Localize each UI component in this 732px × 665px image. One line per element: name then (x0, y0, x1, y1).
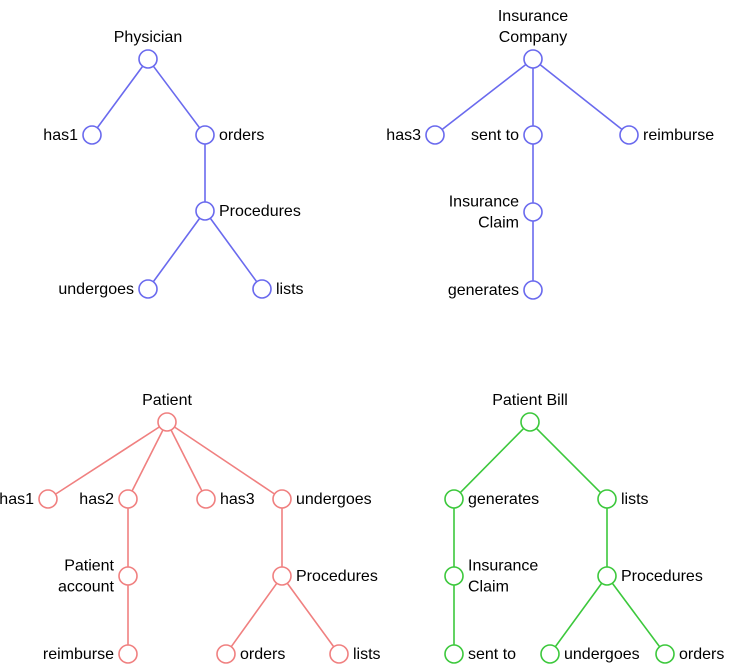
node-reimburse (118, 644, 138, 664)
node-label-procedures: Procedures (621, 568, 703, 585)
node-sent_to (444, 644, 464, 664)
node-claim (444, 566, 464, 586)
node-lists (329, 644, 349, 664)
node-label-orders: orders (679, 646, 724, 663)
node-reimburse (619, 125, 639, 145)
edge-root-has3 (170, 429, 203, 492)
node-root (523, 49, 543, 69)
node-label-has1: has1 (43, 127, 78, 144)
node-label-lists: lists (353, 646, 381, 663)
node-generates (523, 280, 543, 300)
node-lists (597, 489, 617, 509)
node-has3 (196, 489, 216, 509)
node-claim (523, 202, 543, 222)
node-label-has2: has2 (79, 491, 114, 508)
node-label-procedures: Procedures (296, 568, 378, 585)
node-has3 (425, 125, 445, 145)
edge-procedures-undergoes (152, 217, 201, 283)
edge-root-has1 (55, 426, 160, 495)
node-lists (252, 279, 272, 299)
node-label-procedures: Procedures (219, 203, 301, 220)
node-undergoes (272, 489, 292, 509)
node-has1 (82, 125, 102, 145)
node-procedures (195, 201, 215, 221)
edge-root-has2 (131, 429, 164, 492)
edge-root-undergoes (174, 426, 275, 495)
node-root (138, 49, 158, 69)
node-procedures (597, 566, 617, 586)
node-label-orders: orders (240, 646, 285, 663)
node-undergoes (540, 644, 560, 664)
node-label-lists: lists (276, 281, 304, 298)
node-label-undergoes: undergoes (58, 281, 134, 298)
node-label-generates: generates (448, 282, 519, 299)
edge-root-orders (152, 65, 201, 129)
edge-root-has1 (96, 65, 144, 129)
node-root (157, 412, 177, 432)
node-label-has3: has3 (220, 491, 255, 508)
node-orders (195, 125, 215, 145)
node-label-undergoes: undergoes (296, 491, 372, 508)
node-label-lists: lists (621, 491, 649, 508)
node-label-sent_to: sent to (471, 127, 519, 144)
node-orders (655, 644, 675, 664)
node-root (520, 412, 540, 432)
node-procedures (272, 566, 292, 586)
node-label-root: Patient (142, 392, 192, 409)
node-has1 (38, 489, 58, 509)
node-label-has3: has3 (386, 127, 421, 144)
edge-procedures-undergoes (554, 582, 603, 648)
edge-procedures-lists (209, 217, 258, 283)
node-sent_to (523, 125, 543, 145)
node-label-undergoes: undergoes (564, 646, 640, 663)
node-generates (444, 489, 464, 509)
node-label-orders: orders (219, 127, 264, 144)
node-orders (216, 644, 236, 664)
edge-procedures-orders (230, 582, 278, 648)
node-account (118, 566, 138, 586)
edge-procedures-orders (611, 582, 661, 648)
edge-root-generates (459, 427, 525, 494)
node-label-reimburse: reimburse (43, 646, 114, 663)
edge-root-reimburse (539, 63, 623, 131)
node-label-generates: generates (468, 491, 539, 508)
node-label-sent_to: sent to (468, 646, 516, 663)
edge-root-has3 (441, 63, 527, 131)
node-label-reimburse: reimburse (643, 127, 714, 144)
node-undergoes (138, 279, 158, 299)
edge-procedures-lists (286, 582, 335, 648)
node-label-has1: has1 (0, 491, 34, 508)
node-label-root: Physician (114, 29, 182, 46)
node-has2 (118, 489, 138, 509)
node-label-root: Patient Bill (492, 392, 568, 409)
edge-root-lists (535, 427, 602, 494)
